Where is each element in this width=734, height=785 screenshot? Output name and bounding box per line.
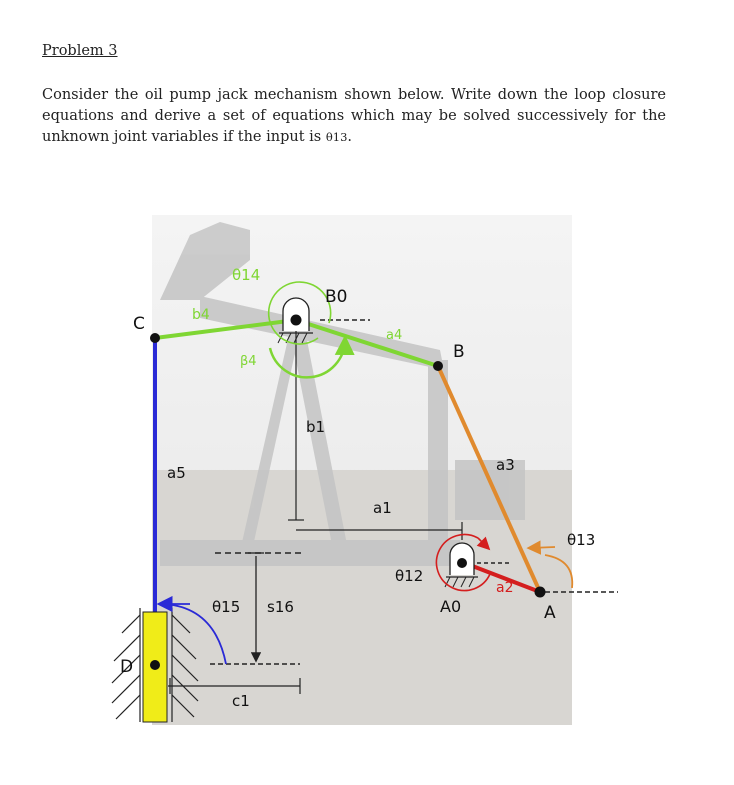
beta4-arc <box>268 335 355 379</box>
label-b4: b4 <box>192 307 210 323</box>
label-a3: a3 <box>496 456 515 474</box>
label-beta4: β4 <box>240 354 257 369</box>
pivot-a0 <box>444 542 478 588</box>
joint-c <box>150 333 160 343</box>
label-b0: B0 <box>325 287 347 307</box>
link-b4 <box>154 318 297 340</box>
problem-title: Problem 3 <box>42 43 118 59</box>
label-theta15: θ15 <box>212 598 240 616</box>
joint-d <box>150 660 160 670</box>
label-b: B <box>453 342 465 362</box>
label-b1: b1 <box>306 418 325 436</box>
problem-text-part2: . <box>347 129 352 145</box>
label-theta13: θ13 <box>567 531 595 549</box>
joint-b <box>433 361 443 371</box>
label-a2: a2 <box>496 580 514 596</box>
label-a: A <box>544 603 556 623</box>
slider-guide-right <box>171 608 199 722</box>
label-s16: s16 <box>267 598 294 616</box>
theta14-arc-outer <box>267 281 332 345</box>
label-theta14: θ14 <box>232 266 260 284</box>
theta12-arc <box>435 533 491 592</box>
problem-statement: Consider the oil pump jack mechanism sho… <box>42 85 666 148</box>
pivot-b0 <box>277 297 313 344</box>
link-a3 <box>436 365 542 593</box>
theta15-arc <box>164 603 227 665</box>
joint-a <box>534 586 546 598</box>
label-d: D <box>120 657 133 677</box>
label-a5: a5 <box>167 464 186 482</box>
link-a4 <box>295 318 439 368</box>
problem-text-part1: Consider the oil pump jack mechanism sho… <box>42 87 666 145</box>
label-theta12: θ12 <box>395 567 423 585</box>
label-c: C <box>133 314 145 334</box>
problem-input-variable: θ13 <box>325 130 348 144</box>
slider-guide-left <box>111 608 141 722</box>
label-a0: A0 <box>440 597 461 616</box>
link-a2 <box>461 560 541 594</box>
label-c1: c1 <box>232 692 250 710</box>
label-a1: a1 <box>373 499 392 517</box>
label-a4: a4 <box>386 328 402 343</box>
theta13-arc <box>544 554 574 589</box>
